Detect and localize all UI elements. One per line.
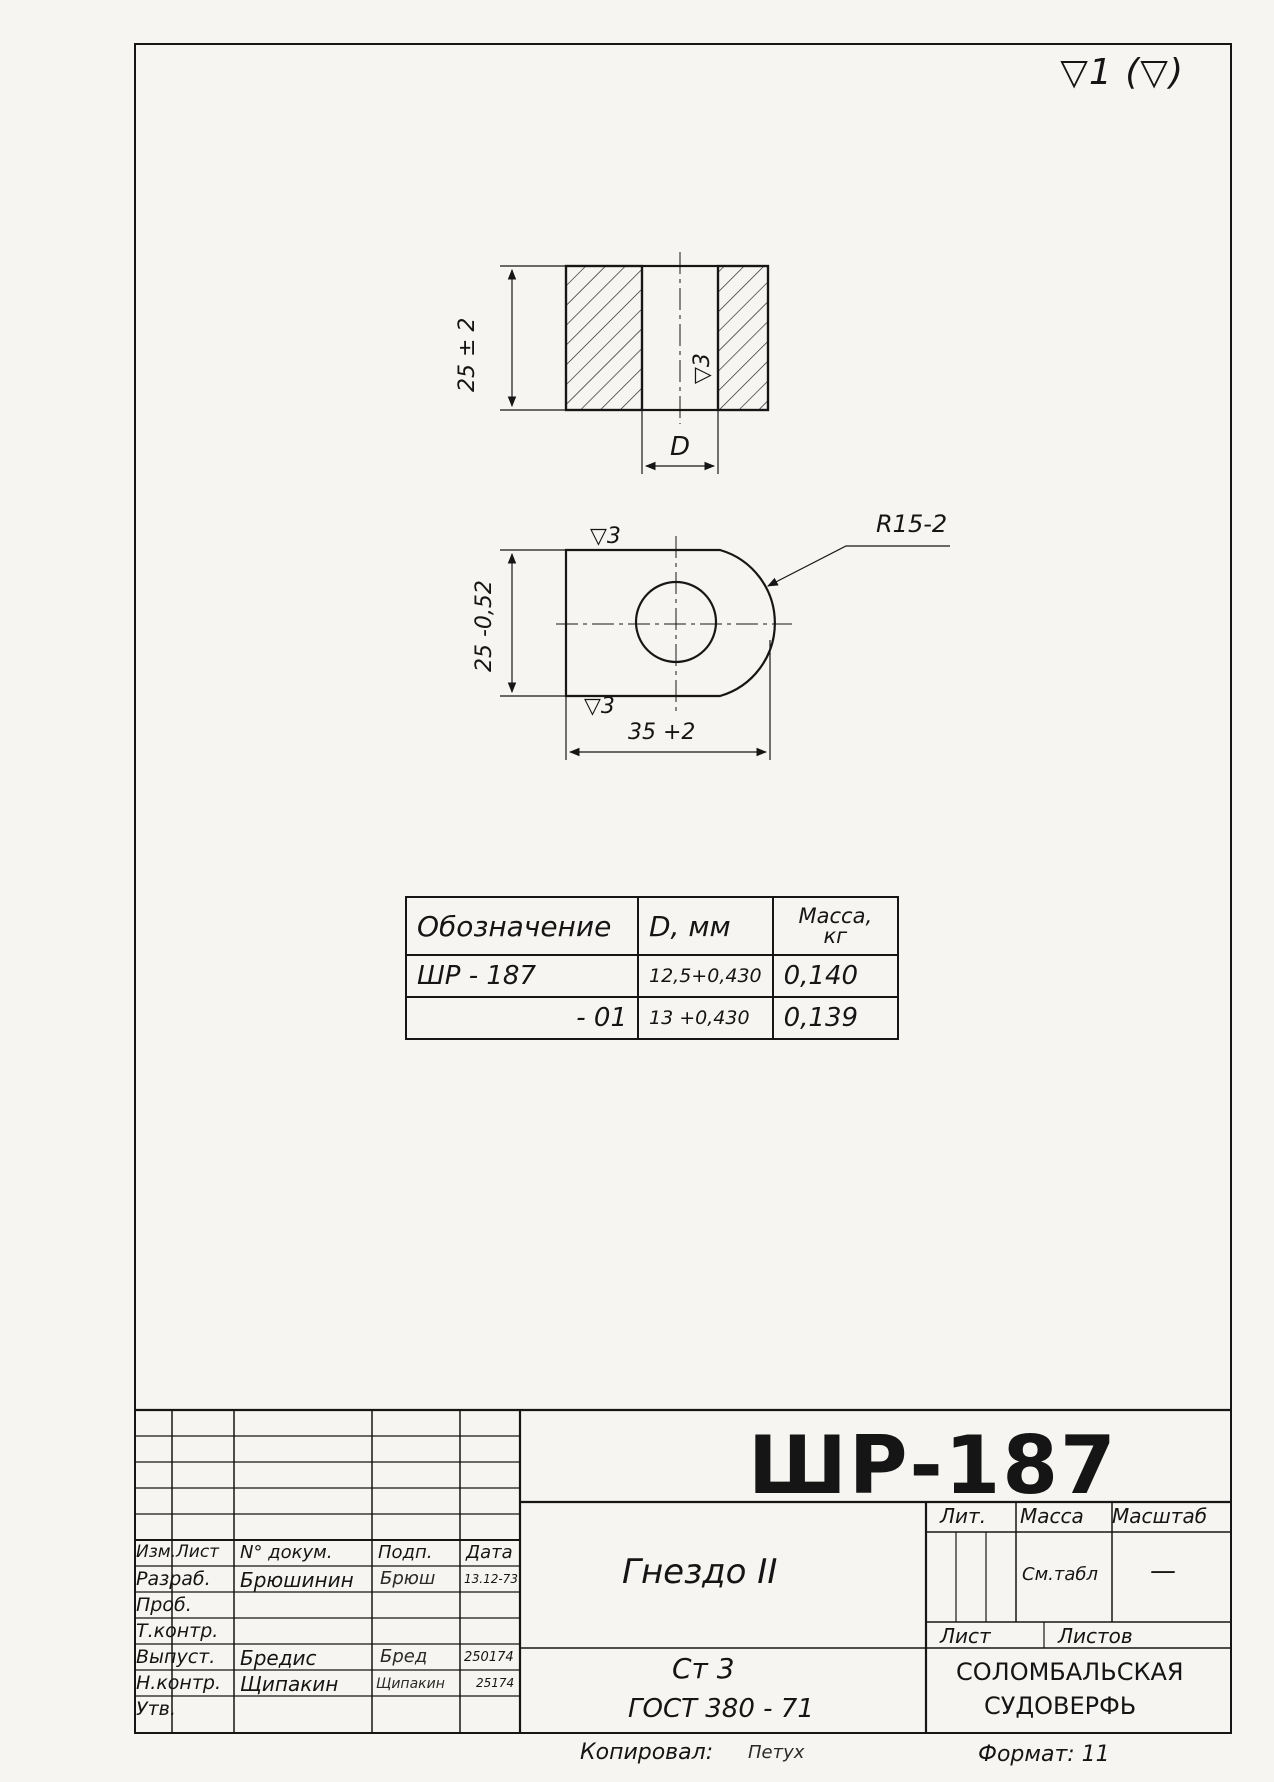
row2-diameter: 13 +0,430: [637, 996, 774, 1040]
signature-nkontr: Щипакин: [376, 1676, 445, 1692]
title-block-lines: [134, 1408, 1232, 1734]
sheet-label: Лист: [940, 1624, 991, 1648]
sheets-label: Листов: [1058, 1624, 1133, 1648]
material-grade: Ст 3: [672, 1652, 735, 1685]
role-razrab: Разраб.: [136, 1568, 211, 1590]
header-designation: Обозначение: [405, 896, 639, 956]
section-roughness-mark: ▽3: [690, 353, 715, 384]
row1-diameter: 12,5+0,430: [637, 954, 774, 998]
mass-value: См.табл: [1022, 1564, 1098, 1585]
col-header-sign: Подп.: [378, 1542, 433, 1563]
company-name-line2: СУДОВЕРФЬ: [984, 1692, 1137, 1720]
col-header-doc: N° докум.: [240, 1542, 333, 1563]
format-label: Формат: 11: [978, 1742, 1110, 1767]
bore-diameter-label: D: [670, 432, 691, 462]
section-view: [500, 252, 770, 474]
signature-razrab: Брюш: [380, 1568, 436, 1589]
date-razrab: 13.12-73: [464, 1572, 518, 1586]
header-diameter: D, мм: [637, 896, 774, 956]
part-name: Гнездо II: [622, 1552, 778, 1592]
date-vypust: 250174: [464, 1650, 514, 1665]
mass-label: Масса: [1020, 1504, 1084, 1528]
role-tkontr: Т.контр.: [136, 1620, 219, 1642]
plan-view: [500, 536, 950, 760]
spec-table-row: ШР - 187 12,5+0,430 0,140: [405, 954, 900, 998]
copied-by-signature: Петух: [748, 1742, 805, 1763]
date-nkontr: 25174: [476, 1676, 515, 1690]
plan-height-dim: 25 -0,52: [472, 580, 497, 672]
plan-roughness-top: ▽3: [590, 524, 621, 549]
row1-designation: ШР - 187: [405, 954, 639, 998]
name-razrab: Брюшинин: [240, 1568, 354, 1592]
role-vypust: Выпуст.: [136, 1646, 216, 1668]
row2-designation: - 01: [405, 996, 639, 1040]
role-prob: Проб.: [136, 1594, 192, 1616]
col-header-izm: Изм.: [136, 1542, 176, 1562]
name-nkontr: Щипакин: [240, 1672, 339, 1696]
signature-vypust: Бред: [380, 1646, 428, 1667]
header-mass: Масса, кг: [771, 896, 900, 956]
lit-label: Лит.: [940, 1504, 987, 1528]
spec-table: Обозначение D, мм Масса, кг ШР - 187 12,…: [405, 896, 900, 1040]
row2-mass: 0,139: [771, 996, 900, 1040]
scale-label: Масштаб: [1112, 1504, 1208, 1528]
material-standard: ГОСТ 380 - 71: [628, 1694, 814, 1724]
spec-table-row: - 01 13 +0,430 0,139: [405, 996, 900, 1040]
name-vypust: Бредис: [240, 1646, 317, 1670]
spec-table-header: Обозначение D, мм Масса, кг: [405, 896, 900, 956]
col-header-list: Лист: [176, 1542, 220, 1562]
plan-roughness-bottom: ▽3: [584, 694, 615, 719]
document-number: ШР-187: [748, 1419, 1118, 1512]
general-roughness-mark: ▽1 (▽): [1060, 52, 1184, 93]
copied-by-label: Копировал:: [580, 1740, 714, 1765]
row1-mass: 0,140: [771, 954, 900, 998]
role-utv: Утв.: [136, 1698, 176, 1720]
plan-length-dim: 35 +2: [628, 720, 696, 745]
company-name-line1: СОЛОМБАЛЬСКАЯ: [956, 1658, 1184, 1686]
col-header-date: Дата: [466, 1542, 513, 1563]
drawing-frame: [134, 43, 1232, 1734]
radius-dim: R15-2: [876, 510, 948, 538]
role-nkontr: Н.контр.: [136, 1672, 222, 1694]
section-height-dim: 25 ± 2: [455, 317, 480, 392]
scale-value: —: [1150, 1556, 1176, 1586]
